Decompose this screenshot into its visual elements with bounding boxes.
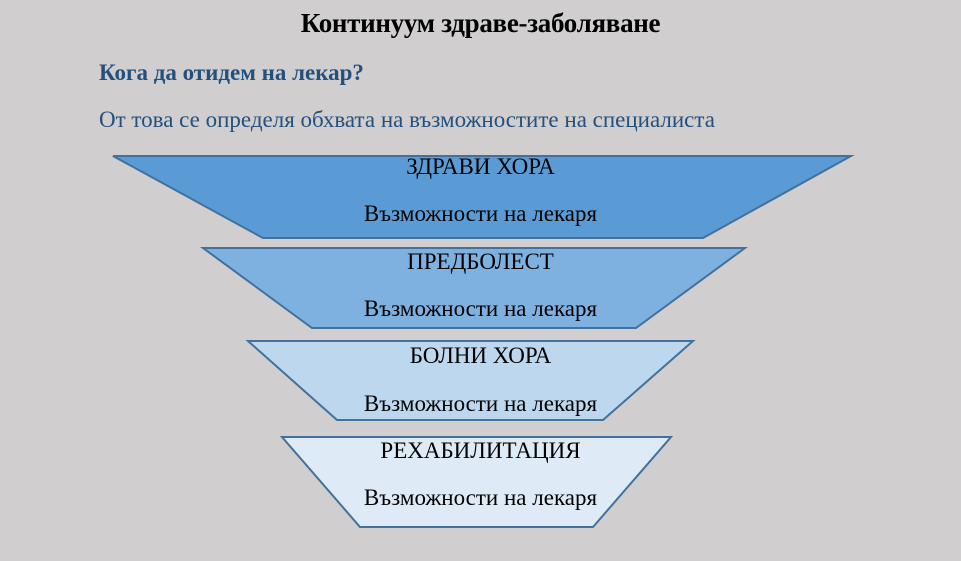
- funnel-level-4-shape: [279, 436, 674, 528]
- funnel-level-2-sublabel: Възможности на лекаря: [363, 296, 598, 321]
- subtitle-text: От това се определя обхвата на възможнос…: [99, 107, 715, 132]
- funnel-level-3-shape: [245, 340, 696, 421]
- funnel-level-1-label: ЗДРАВИ ХОРА: [406, 154, 555, 179]
- funnel-level-4-sublabel: Възможности на лекаря: [363, 485, 598, 510]
- funnel-level-4-label: РЕХАБИЛИТАЦИЯ: [380, 438, 581, 463]
- funnel-level-2-label: ПРЕДБОЛЕСТ: [407, 249, 554, 274]
- funnel-level-1-shape: [112, 155, 855, 239]
- funnel-level-2-shape: [199, 247, 749, 329]
- page-title: Континуум здраве-заболяване: [300, 8, 661, 38]
- funnel-level-3-sublabel: Възможности на лекаря: [363, 391, 598, 416]
- funnel-level-1-sublabel: Възможности на лекаря: [363, 201, 598, 226]
- question-heading: Кога да отидем на лекар?: [99, 60, 364, 85]
- funnel-level-3-label: БОЛНИ ХОРА: [409, 343, 552, 368]
